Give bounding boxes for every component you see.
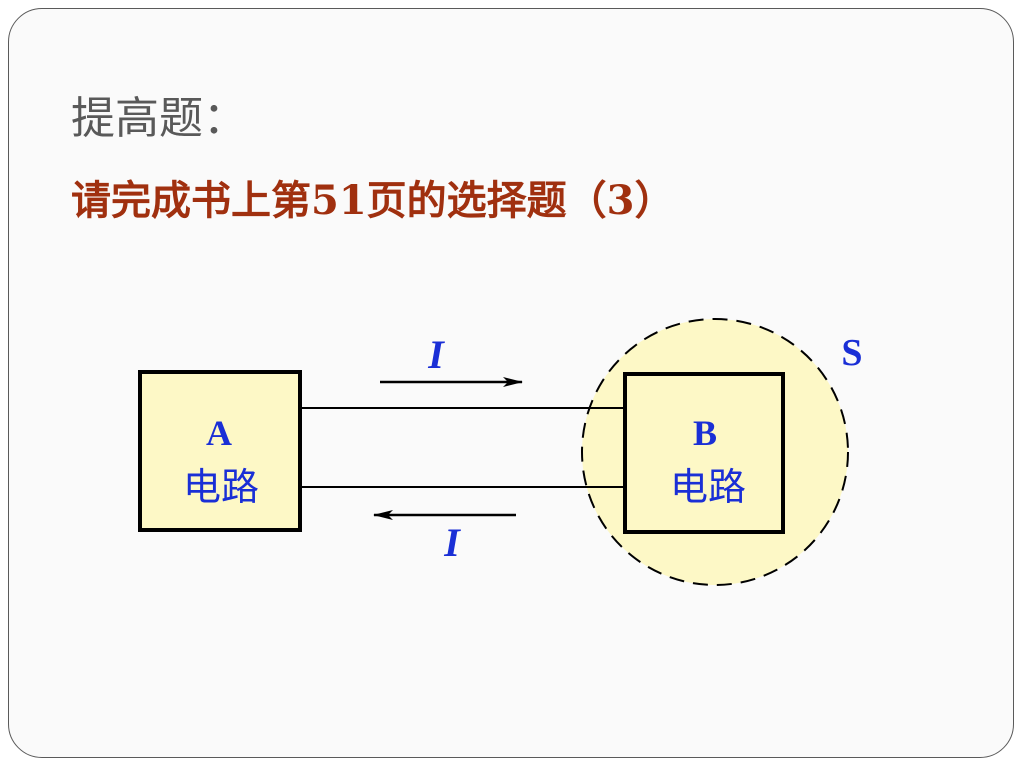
circuit-a-box <box>138 370 302 532</box>
slide-heading: 提高题： <box>71 93 247 144</box>
circuit-b-box <box>623 372 785 534</box>
current-label-top: I <box>427 332 445 377</box>
circuit-b-letter: B <box>693 413 717 453</box>
task-instruction: 请完成书上第51页的选择题（3） <box>71 177 675 224</box>
circuit-b-name: 电路 <box>670 465 746 509</box>
circuit-a-letter: A <box>206 413 232 453</box>
surface-label-s: S <box>841 332 862 374</box>
current-label-bottom: I <box>443 520 461 565</box>
circuit-a-name: 电路 <box>183 465 259 509</box>
